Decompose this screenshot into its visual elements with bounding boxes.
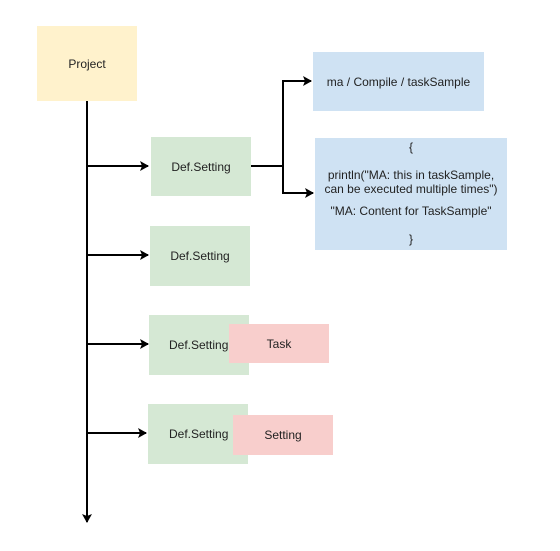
setting-tag-label: Setting [264,428,302,442]
task-path-node: ma / Compile / taskSample [313,52,484,111]
task-path-arrow [282,76,312,166]
task-tag-label: Task [266,336,292,351]
code-line-3: "MA: Content for TaskSample" [330,204,492,218]
project-node: Project [37,26,137,101]
task-body-node: { println("MA: this in taskSample, can b… [315,138,507,250]
task-path-label: ma / Compile / taskSample [326,74,471,89]
setting-label: Def.Setting [170,249,230,263]
code-line-1: println("MA: this in taskSample, [327,168,495,182]
code-open-brace: { [408,140,413,154]
setting-node-2: Def.Setting [150,226,250,286]
setting-label: Def.Setting [171,159,231,174]
task-tag: Task [229,324,329,363]
project-label: Project [68,56,106,71]
setting-tag: Setting [233,415,333,455]
task-body-arrow [282,166,314,198]
code-close-brace: } [408,232,413,246]
setting-node-4: Def.Setting [148,404,248,464]
code-line-2: can be executed multiple times") [324,182,498,196]
setting-node-1: Def.Setting [151,137,251,196]
setting-label: Def.Setting [169,338,229,352]
setting-label: Def.Setting [169,427,229,441]
